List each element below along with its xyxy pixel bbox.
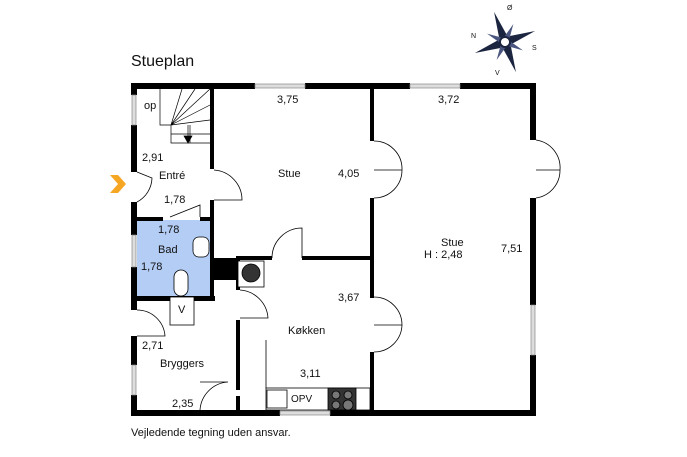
stue-dim: 3,75: [277, 94, 299, 106]
opv-label: OPV: [291, 394, 313, 405]
kokken-name: Køkken: [288, 325, 326, 337]
door-swings: [136, 139, 561, 411]
disclaimer: Vejledende tegning uden ansvar.: [131, 427, 291, 439]
bryggers-dim: 2,35: [172, 398, 194, 410]
stue-dim: 4,05: [338, 168, 360, 180]
compass-rose-icon: [474, 11, 536, 73]
entre-name: Entré: [159, 170, 186, 182]
stue2-dim: 7,51: [501, 243, 523, 255]
entre-dim: 1,78: [164, 194, 186, 206]
v-label: V: [178, 304, 186, 316]
fixtures: [169, 236, 371, 411]
compass-s: S: [532, 45, 537, 52]
stairs: [159, 88, 211, 144]
bad-dim: 1,78: [141, 261, 163, 273]
stue2-dim: 3,72: [438, 94, 460, 106]
stue-name: Stue: [278, 168, 301, 180]
bad-dim: 1,78: [158, 224, 180, 236]
windows: [131, 83, 536, 416]
compass-o: Ø: [507, 5, 513, 12]
plan-title: Stueplan: [131, 53, 195, 70]
stue2-name: Stue: [441, 237, 464, 249]
bryggers-dim: 2,71: [142, 340, 164, 352]
entrance-arrow-icon: [110, 175, 126, 193]
kokken-dim: 3,11: [300, 368, 321, 380]
bryggers-name: Bryggers: [160, 358, 205, 370]
kokken-dim: 3,67: [338, 292, 360, 304]
compass-n: N: [471, 33, 477, 40]
stairs-label: op: [144, 100, 157, 112]
stue2-height: H : 2,48: [424, 249, 463, 261]
entre-dim: 2,91: [142, 152, 164, 164]
compass-v: V: [495, 70, 500, 77]
bad-name: Bad: [158, 244, 178, 256]
